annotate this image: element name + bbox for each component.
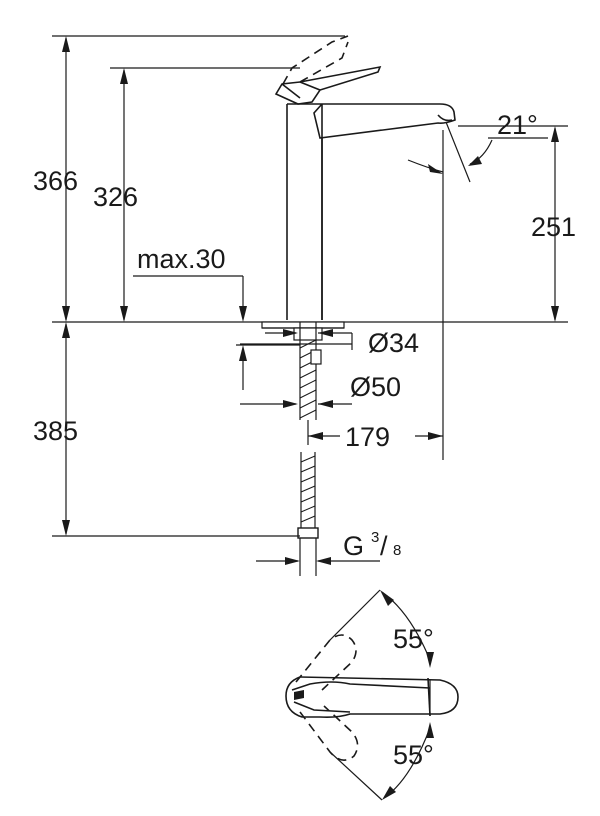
dim-385-label: 385 xyxy=(33,416,78,446)
top-view: 55° 55° xyxy=(285,589,459,801)
dimension-50: Ø50 xyxy=(240,372,401,408)
thread-g-label: G xyxy=(343,531,364,561)
handle-open-position xyxy=(282,35,349,85)
dim-34-label: Ø34 xyxy=(368,328,419,358)
dimension-251: 251 xyxy=(458,125,576,322)
dimension-326: 326 xyxy=(93,67,300,322)
flexible-hose xyxy=(297,452,319,539)
dim-179-label: 179 xyxy=(345,422,390,452)
angle-55-top-label: 55° xyxy=(393,624,434,654)
angle-55-bottom-label: 55° xyxy=(393,740,434,770)
dimension-366: 366 xyxy=(33,35,345,322)
thread-dimension: G 3 / 8 xyxy=(256,529,401,576)
dim-max30-label: max.30 xyxy=(137,244,226,274)
thread-denominator: 8 xyxy=(393,542,401,559)
dim-251-label: 251 xyxy=(531,212,576,242)
thread-slash: / xyxy=(380,531,388,561)
dim-50-label: Ø50 xyxy=(350,372,401,402)
dimension-385: 385 xyxy=(33,322,300,537)
mounting-shank: Ø34 xyxy=(240,321,419,420)
dim-326-label: 326 xyxy=(93,182,138,212)
angle-21-label: 21° xyxy=(497,110,538,140)
dim-366-label: 366 xyxy=(33,166,78,196)
spout-angle-21: 21° xyxy=(407,110,548,460)
faucet-body xyxy=(274,65,456,320)
thread-numerator: 3 xyxy=(371,529,379,546)
dimension-max30: max.30 xyxy=(133,244,300,390)
dimension-179: 179 xyxy=(307,420,443,452)
